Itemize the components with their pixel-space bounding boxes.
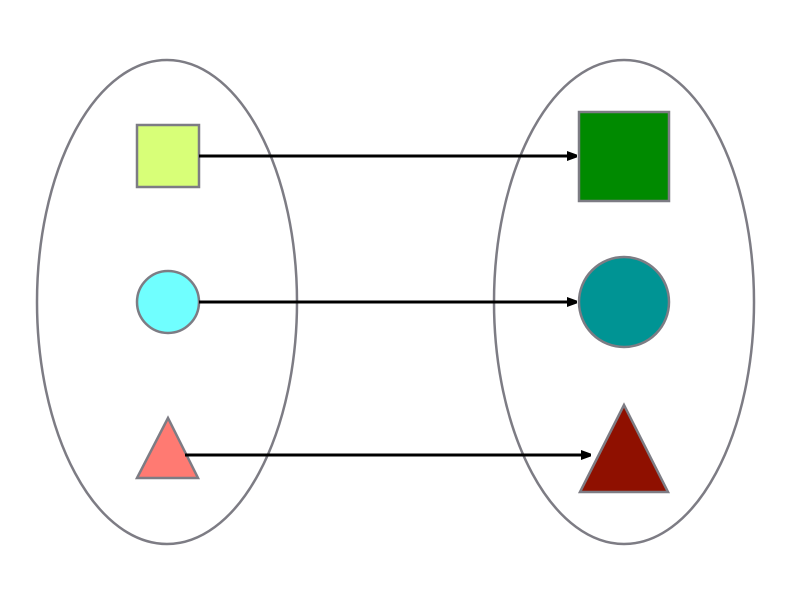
right-circle: [577, 255, 671, 349]
left-triangle: [134, 415, 201, 480]
left-circle: [135, 269, 201, 335]
left-square: [135, 123, 201, 189]
right-square: [577, 110, 671, 203]
right-triangle: [577, 402, 671, 494]
